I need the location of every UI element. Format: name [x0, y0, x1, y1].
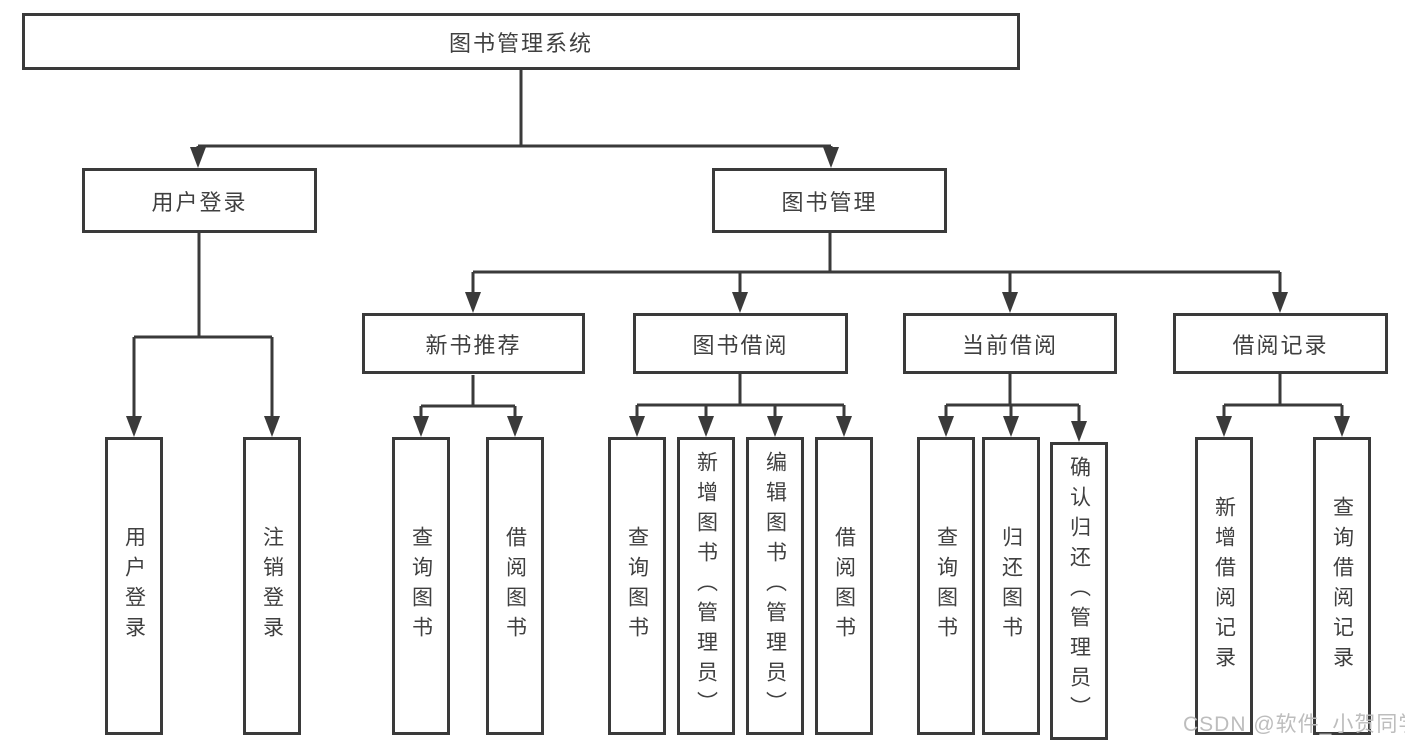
node-edit-books-admin-leaf: 编辑图书（管理员）: [746, 437, 804, 735]
node-label: 新增借阅记录: [1212, 496, 1236, 676]
node-label: 图书管理: [781, 189, 878, 215]
node-query-books-leaf: 查询图书: [392, 437, 450, 735]
node-book-borrowing: 图书借阅: [633, 313, 848, 374]
node-library-management-system: 图书管理系统: [22, 13, 1020, 70]
node-label: 注销登录: [260, 526, 284, 646]
node-label: 查询图书: [409, 526, 433, 646]
node-label: 查询图书: [934, 526, 958, 646]
node-label: 借阅记录: [1232, 332, 1329, 358]
connector-borrow-records-to-leaves: [1216, 374, 1350, 437]
node-user-login-branch: 用户登录: [82, 168, 317, 233]
node-add-borrow-record-leaf: 新增借阅记录: [1195, 437, 1253, 735]
node-label: 新增图书（管理员）: [694, 451, 718, 721]
connector-user-login-to-leaves: [126, 233, 280, 437]
node-book-management-branch: 图书管理: [712, 168, 947, 233]
node-query-books-leaf: 查询图书: [917, 437, 975, 735]
node-new-book-recommendation: 新书推荐: [362, 313, 585, 374]
node-label: 借阅图书: [832, 526, 856, 646]
node-label: 借阅图书: [503, 526, 527, 646]
connector-current-borrow-to-leaves: [938, 374, 1087, 442]
connector-book-borrow-to-leaves: [629, 374, 852, 437]
node-label: 图书管理系统: [448, 30, 593, 56]
node-label: 归还图书: [999, 526, 1023, 646]
watermark: CSDN @软件_小贺同学: [1183, 713, 1405, 736]
node-borrowing-records: 借阅记录: [1173, 313, 1388, 374]
node-label: 图书借阅: [692, 332, 789, 358]
connector-new-book-rec-to-leaves: [413, 375, 523, 437]
node-label: 新书推荐: [425, 332, 522, 358]
node-label: 确认归还（管理员）: [1067, 456, 1091, 726]
connector-root-to-level2: [190, 70, 839, 168]
node-confirm-return-admin-leaf: 确认归还（管理员）: [1050, 442, 1108, 740]
node-label: 查询图书: [625, 526, 649, 646]
node-return-books-leaf: 归还图书: [982, 437, 1040, 735]
node-borrow-books-leaf: 借阅图书: [815, 437, 873, 735]
node-add-books-admin-leaf: 新增图书（管理员）: [677, 437, 735, 735]
node-label: 查询借阅记录: [1330, 496, 1354, 676]
node-borrow-books-leaf: 借阅图书: [486, 437, 544, 735]
node-label: 用户登录: [151, 189, 248, 215]
node-query-books-leaf: 查询图书: [608, 437, 666, 735]
node-user-login-leaf: 用户登录: [105, 437, 163, 735]
node-label: 当前借阅: [961, 332, 1058, 358]
node-logout-leaf: 注销登录: [243, 437, 301, 735]
node-query-borrow-record-leaf: 查询借阅记录: [1313, 437, 1371, 735]
node-current-borrowing: 当前借阅: [903, 313, 1117, 374]
node-label: 编辑图书（管理员）: [763, 451, 787, 721]
node-label: 用户登录: [122, 526, 146, 646]
connector-book-management-to-level3: [465, 233, 1288, 313]
